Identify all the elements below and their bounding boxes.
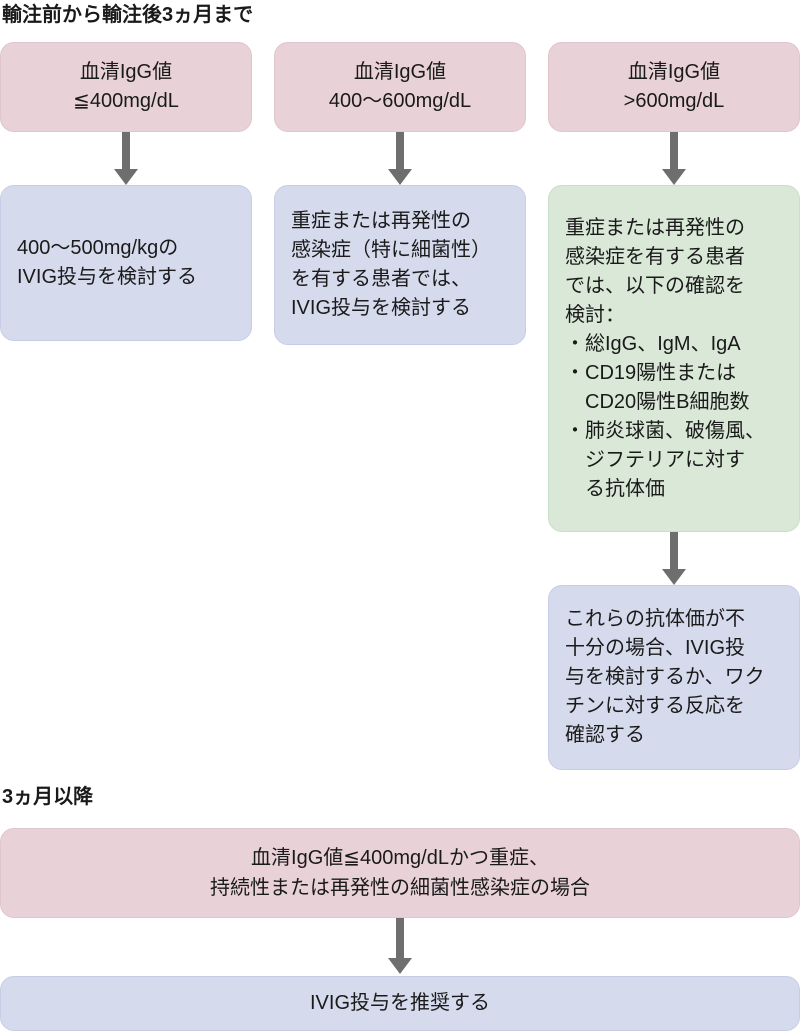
down-arrow-icon (662, 132, 686, 185)
arrow-stem (670, 532, 678, 569)
condition-box-igg-400-600: 血清IgG値 400〜600mg/dL (274, 42, 526, 132)
down-arrow-icon (388, 132, 412, 185)
action-box-consider-ivig: 重症または再発性の 感染症（特に細菌性） を有する患者では、 IVIG投与を検討… (274, 185, 526, 345)
check-box-antibody-tests-text: 重症または再発性の 感染症を有する患者 では、以下の確認を 検討： ・総IgG、… (565, 216, 765, 500)
condition-box-after-3-months: 血清IgG値≦400mg/dLかつ重症、 持続性または再発性の細菌性感染症の場合 (0, 828, 800, 918)
arrow-head (662, 169, 686, 185)
action-box-recommend-ivig: IVIG投与を推奨する (0, 976, 800, 1031)
action-box-recommend-ivig-text: IVIG投与を推奨する (309, 992, 490, 1014)
down-arrow-icon (114, 132, 138, 185)
arrow-head (388, 958, 412, 974)
action-box-ivig-dose-text: 400〜500mg/kgの IVIG投与を検討する (17, 237, 198, 288)
followup-box-insufficient-titers: これらの抗体価が不 十分の場合、IVIG投 与を検討するか、ワク チンに対する反… (548, 585, 800, 770)
condition-box-igg-400-600-text: 血清IgG値 400〜600mg/dL (328, 61, 472, 112)
arrow-stem (670, 132, 678, 169)
arrow-head (662, 569, 686, 585)
arrow-stem (396, 918, 404, 958)
arrow-head (114, 169, 138, 185)
action-box-consider-ivig-text: 重症または再発性の 感染症（特に細菌性） を有する患者では、 IVIG投与を検討… (291, 210, 491, 319)
condition-box-igg-le-400: 血清IgG値 ≦400mg/dL (0, 42, 252, 132)
arrow-stem (122, 132, 130, 169)
down-arrow-icon (662, 532, 686, 585)
followup-box-insufficient-titers-text: これらの抗体価が不 十分の場合、IVIG投 与を検討するか、ワク チンに対する反… (565, 608, 765, 746)
down-arrow-icon (388, 918, 412, 974)
condition-box-after-3-months-text: 血清IgG値≦400mg/dLかつ重症、 持続性または再発性の細菌性感染症の場合 (210, 847, 590, 899)
arrow-stem (396, 132, 404, 169)
condition-box-igg-gt-600-text: 血清IgG値 >600mg/dL (623, 61, 725, 112)
section1-title: 輸注前から輸注後3ヵ月まで (2, 4, 254, 26)
section2-title: 3ヵ月以降 (2, 786, 94, 808)
condition-box-igg-le-400-text: 血清IgG値 ≦400mg/dL (73, 61, 179, 112)
condition-box-igg-gt-600: 血清IgG値 >600mg/dL (548, 42, 800, 132)
action-box-ivig-dose: 400〜500mg/kgの IVIG投与を検討する (0, 185, 252, 341)
check-box-antibody-tests: 重症または再発性の 感染症を有する患者 では、以下の確認を 検討： ・総IgG、… (548, 185, 800, 532)
arrow-head (388, 169, 412, 185)
